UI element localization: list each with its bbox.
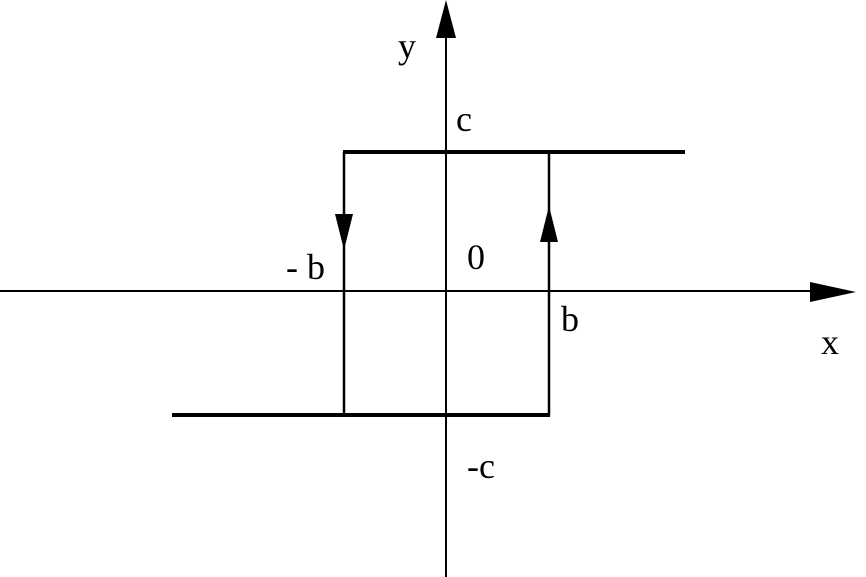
x-axis-label: x xyxy=(821,322,839,362)
b-threshold-label: b xyxy=(561,299,579,339)
neg-c-level-label: -c xyxy=(467,446,495,486)
up-arrow-icon xyxy=(540,206,558,242)
y-axis-label: y xyxy=(398,26,416,66)
origin-label: 0 xyxy=(467,237,485,277)
y-axis-arrowhead xyxy=(436,0,456,38)
down-arrow-icon xyxy=(335,214,353,250)
c-level-label: c xyxy=(456,99,472,139)
x-axis-arrowhead xyxy=(810,282,856,302)
neg-b-threshold-label: - b xyxy=(286,247,325,287)
